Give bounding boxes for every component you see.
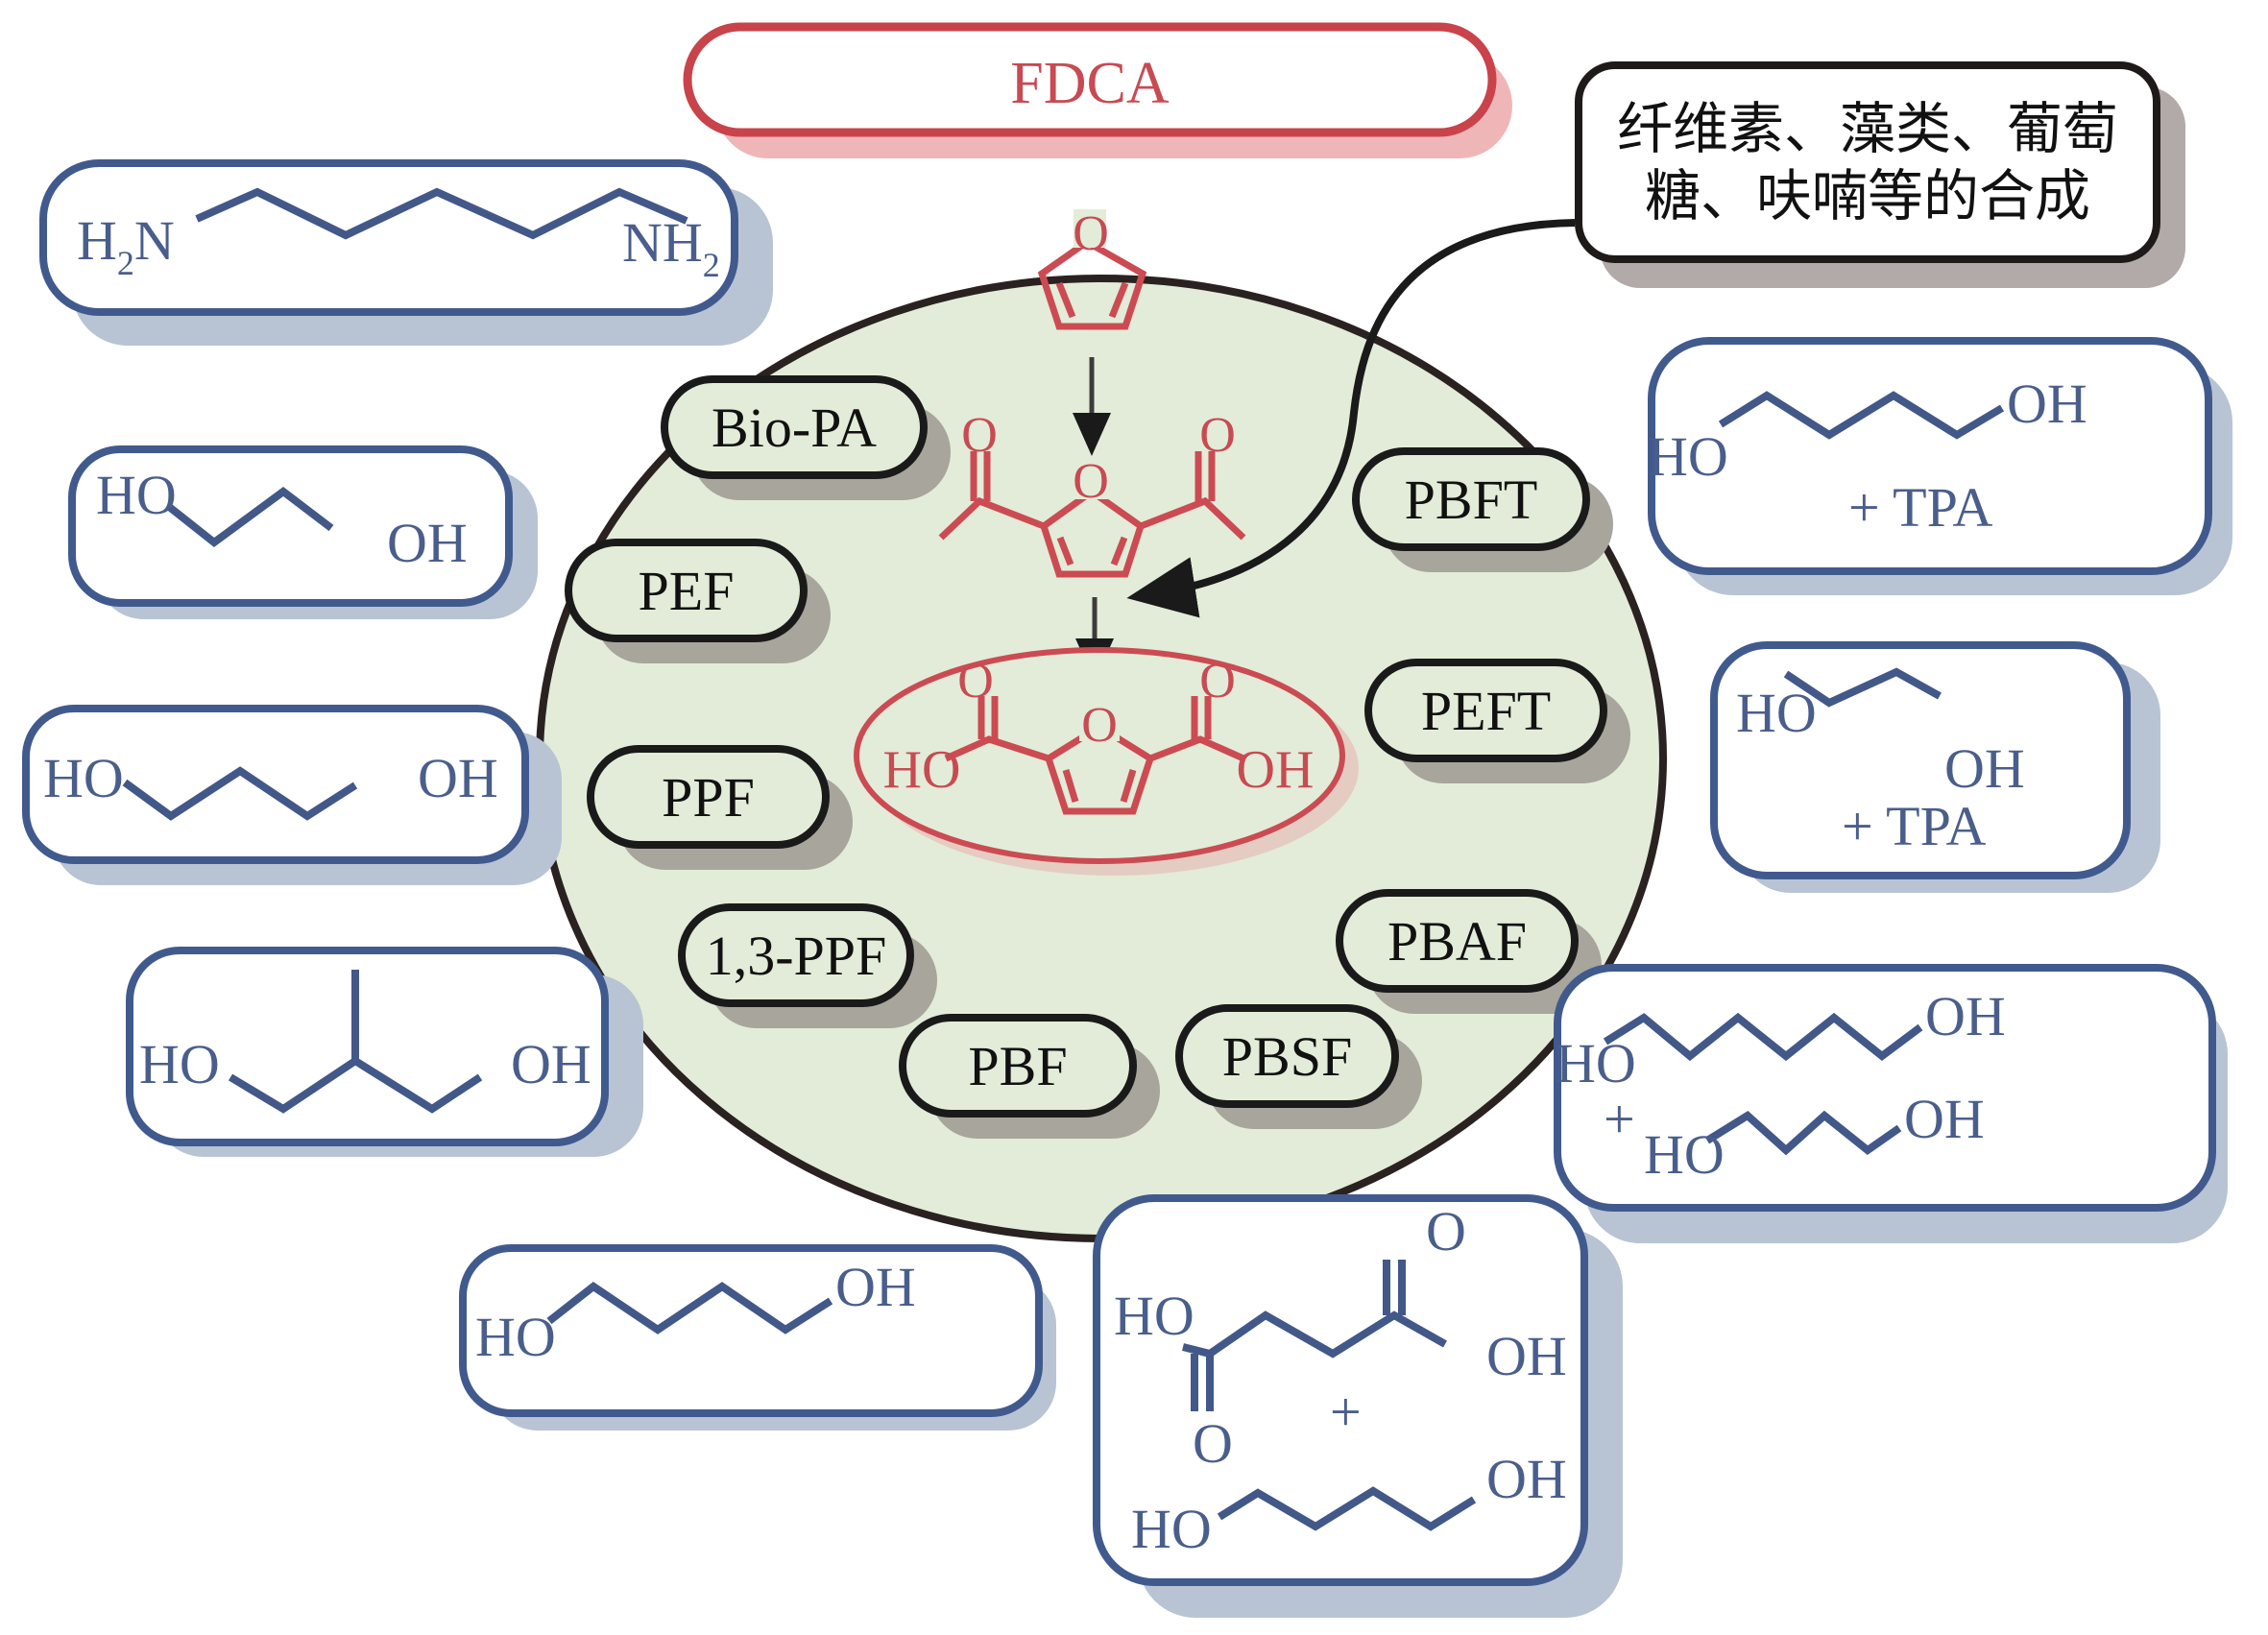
diacetylfuran-right-oxygen: O <box>1199 408 1236 463</box>
fdca-structure: O O O HO OH <box>854 647 1359 876</box>
polymer-pill-pbsf: PBSF <box>1175 1004 1422 1129</box>
source-line-2: 糖、呋喃等的合成 <box>1644 163 2090 228</box>
methyl-propanediol-ho: HO <box>139 1033 220 1095</box>
bdo-tpa-oh: OH <box>2007 373 2087 435</box>
hexanediol-plus: + <box>1604 1088 1635 1150</box>
ethylene-glycol-ho: HO <box>96 464 177 526</box>
fdca-ring-oxygen: O <box>1081 698 1118 753</box>
butanediol2-ho: HO <box>1644 1123 1725 1186</box>
eg-tpa-oh: OH <box>1944 737 2025 800</box>
polymer-label: Bio-PA <box>712 397 877 459</box>
succinic-oh: OH <box>1486 1325 1567 1387</box>
monomer-butanediol: HO OH <box>459 1244 1056 1431</box>
biomass-source-box: 纤维素、藻类、葡萄 糖、呋喃等的合成 <box>1575 61 2160 263</box>
eg-tpa-plus-tpa: + TPA <box>1842 795 1987 857</box>
monomer-methyl-propanediol: HO OH <box>126 947 643 1157</box>
polymer-label: PPF <box>662 766 755 829</box>
fdca-left-carbonyl-oxygen: O <box>957 654 994 709</box>
polymer-pill-pbaf: PBAF <box>1336 889 1602 1014</box>
polymer-labels: Bio-PA PEF PPF 1,3-PPF PBF PBSF PBAF PEFT PBFT <box>565 375 1630 1139</box>
fdca-right-carbonyl-oxygen: O <box>1199 654 1236 709</box>
methyl-propanediol-oh: OH <box>511 1033 591 1095</box>
succinic-butanediol-ho: HO <box>1131 1498 1212 1560</box>
polymer-pill-1-3-ppf: 1,3-PPF <box>678 903 937 1028</box>
polymer-pill-pbft: PBFT <box>1352 447 1613 572</box>
source-to-synthesis-arrow <box>1126 219 1576 618</box>
propanediol-oh: OH <box>418 747 498 809</box>
polymer-label: PBFT <box>1405 469 1538 531</box>
succinic-butanediol-oh: OH <box>1486 1448 1567 1510</box>
butanediol2-oh: OH <box>1904 1088 1985 1150</box>
source-line-1: 纤维素、藻类、葡萄 <box>1616 96 2118 161</box>
monomer-propanediol: HO OH <box>22 705 562 885</box>
polymer-pill-pbf: PBF <box>899 1014 1160 1139</box>
monomer-ethylene-glycol: HO OH <box>68 445 538 619</box>
polymer-pill-peft: PEFT <box>1364 659 1630 783</box>
furan-oxygen: O <box>1073 206 1109 261</box>
butanediol-ho: HO <box>475 1306 556 1368</box>
polymer-label: PBF <box>968 1035 1067 1097</box>
monomer-succinic-acid-butanediol: HO OH O O + HO OH <box>1093 1194 1623 1618</box>
furan-structure: O <box>1037 206 1147 330</box>
ethylene-glycol-oh: OH <box>387 512 468 574</box>
polymer-label: PBAF <box>1387 910 1527 973</box>
hexanediol-ho: HO <box>1556 1032 1636 1094</box>
fdca-left-hydroxyl: HO <box>883 740 961 800</box>
propanediol-ho: HO <box>43 747 124 809</box>
polymer-label: 1,3-PPF <box>706 925 887 987</box>
amine-left: H2N <box>77 209 175 282</box>
hexanediol-oh: OH <box>1925 985 2006 1047</box>
succinic-ho: HO <box>1114 1285 1194 1347</box>
polymer-pill-ppf: PPF <box>587 745 853 870</box>
succinic-o-top: O <box>1426 1200 1466 1262</box>
bdo-tpa-ho: HO <box>1648 425 1728 488</box>
amine-right: NH2 <box>622 211 720 284</box>
bdo-tpa-plus-tpa: + TPA <box>1848 476 1993 539</box>
diacetylfuran-ring-oxygen: O <box>1073 454 1109 509</box>
polymer-label: PEF <box>639 560 735 622</box>
eg-tpa-ho: HO <box>1736 682 1817 744</box>
butanediol-oh: OH <box>835 1256 916 1318</box>
polymer-pill-bio-pa: Bio-PA <box>661 375 951 500</box>
monomer-ethylene-glycol-tpa: HO OH + TPA <box>1710 641 2160 893</box>
diacetylfuran-structure: O O O <box>938 408 1246 578</box>
succinic-plus: + <box>1330 1381 1362 1443</box>
diacetylfuran-left-oxygen: O <box>961 408 998 463</box>
monomer-butanediol-tpa: HO OH + TPA <box>1648 337 2232 595</box>
polymer-label: PEFT <box>1421 680 1551 742</box>
fdca-title-box: FDCA <box>683 22 1512 158</box>
fdca-right-hydroxyl: OH <box>1237 740 1315 800</box>
fdca-title: FDCA <box>1010 51 1170 116</box>
monomer-hexanediamine: H2N NH2 <box>39 159 773 346</box>
polymer-pill-pef: PEF <box>565 539 831 663</box>
polymer-label: PBSF <box>1222 1025 1352 1088</box>
monomer-hexanediol-butanediol: HO OH + HO OH <box>1554 964 2228 1243</box>
succinic-o-bottom: O <box>1193 1412 1233 1475</box>
